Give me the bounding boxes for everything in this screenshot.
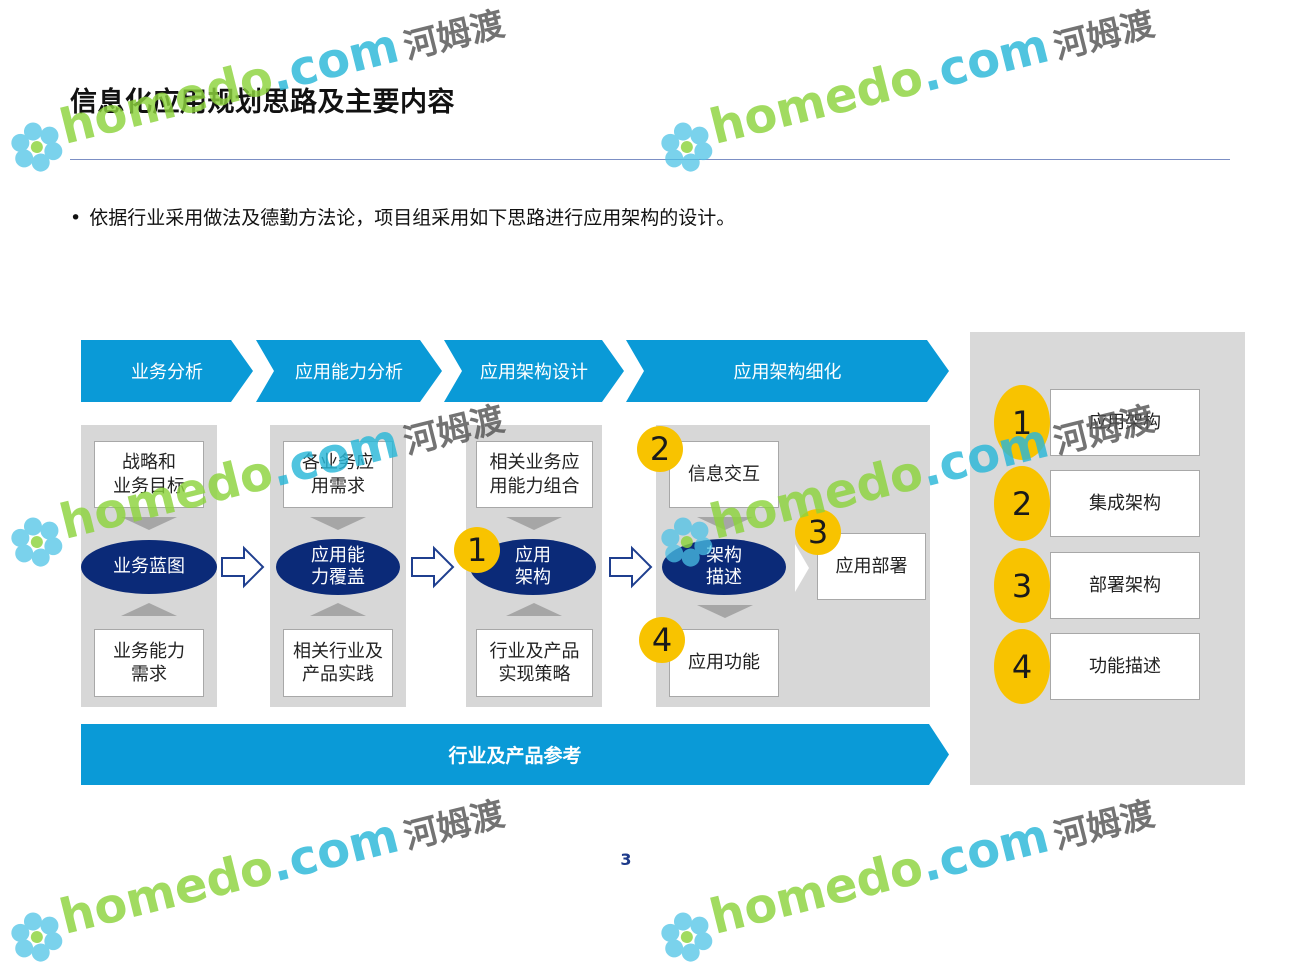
page-title: 信息化应用规划思路及主要内容 <box>70 87 455 118</box>
implementation-strategy-box: 行业及产品 实现策略 <box>476 629 593 697</box>
architecture-description-oval: 架构 描述 <box>662 539 786 595</box>
step-badge-4: 4 <box>639 617 685 663</box>
phase-architecture-refinement: 应用架构细化 <box>626 340 949 402</box>
right-item-3-box: 部署架构 <box>1050 552 1200 619</box>
right-badge-3: 3 <box>994 548 1050 623</box>
right-badge-1: 1 <box>994 385 1050 460</box>
flower-logo-icon <box>661 912 713 962</box>
right-badge-2: 2 <box>994 466 1050 541</box>
watermark-bottom-right: homedo.com河姆渡 <box>650 781 1162 970</box>
arrow-up-1 <box>121 603 177 616</box>
title-divider <box>70 159 1230 160</box>
industry-reference-banner: 行业及产品参考 <box>81 724 949 785</box>
bullet-dot: • <box>70 207 82 229</box>
arrow-up-3 <box>506 603 562 616</box>
app-needs-box: 各业务应 用需求 <box>283 441 393 508</box>
flower-logo-icon <box>11 122 63 172</box>
phase-business-analysis: 业务分析 <box>81 340 253 402</box>
business-capability-box: 业务能力 需求 <box>94 629 204 697</box>
step-badge-1: 1 <box>454 527 500 573</box>
capability-combo-box: 相关业务应 用能力组合 <box>476 441 593 508</box>
flow-arrow-3 <box>609 545 653 589</box>
arrow-down-5 <box>697 605 753 618</box>
flower-logo-icon <box>11 517 63 567</box>
phase-architecture-design: 应用架构设计 <box>444 340 624 402</box>
right-item-4-box: 功能描述 <box>1050 633 1200 700</box>
arrow-down-2 <box>310 517 366 530</box>
arrow-down-4 <box>697 517 753 530</box>
info-exchange-box: 信息交互 <box>669 441 779 508</box>
phase-capability-analysis: 应用能力分析 <box>256 340 442 402</box>
step-badge-3: 3 <box>795 509 841 555</box>
arrow-down-1 <box>121 517 177 530</box>
bullet-text: 依据行业采用做法及德勤方法论，项目组采用如下思路进行应用架构的设计。 <box>89 207 736 229</box>
app-function-box: 应用功能 <box>669 629 779 697</box>
right-badge-4: 4 <box>994 629 1050 704</box>
bullet-point: • 依据行业采用做法及德勤方法论，项目组采用如下思路进行应用架构的设计。 <box>70 203 735 230</box>
capability-coverage-oval: 应用能 力覆盖 <box>276 539 400 595</box>
watermark-bottom-left: homedo.com河姆渡 <box>0 781 512 970</box>
flower-logo-icon <box>11 912 63 962</box>
right-item-1-box: 应用架构 <box>1050 389 1200 456</box>
flower-logo-icon <box>661 122 713 172</box>
app-architecture-oval: 应用 架构 <box>470 539 596 595</box>
arrow-right-detail <box>795 544 809 592</box>
flow-arrow-2 <box>411 545 455 589</box>
business-blueprint-oval: 业务蓝图 <box>81 540 217 594</box>
arrow-up-2 <box>310 603 366 616</box>
page-number: 3 <box>620 850 632 869</box>
watermark-top-right: homedo.com河姆渡 <box>650 0 1162 180</box>
step-badge-2: 2 <box>637 426 683 472</box>
strategy-goals-box: 战略和 业务目标 <box>94 441 204 508</box>
flow-arrow-1 <box>221 545 265 589</box>
right-item-2-box: 集成架构 <box>1050 470 1200 537</box>
industry-practice-box: 相关行业及 产品实践 <box>283 629 393 697</box>
arrow-down-3 <box>506 517 562 530</box>
